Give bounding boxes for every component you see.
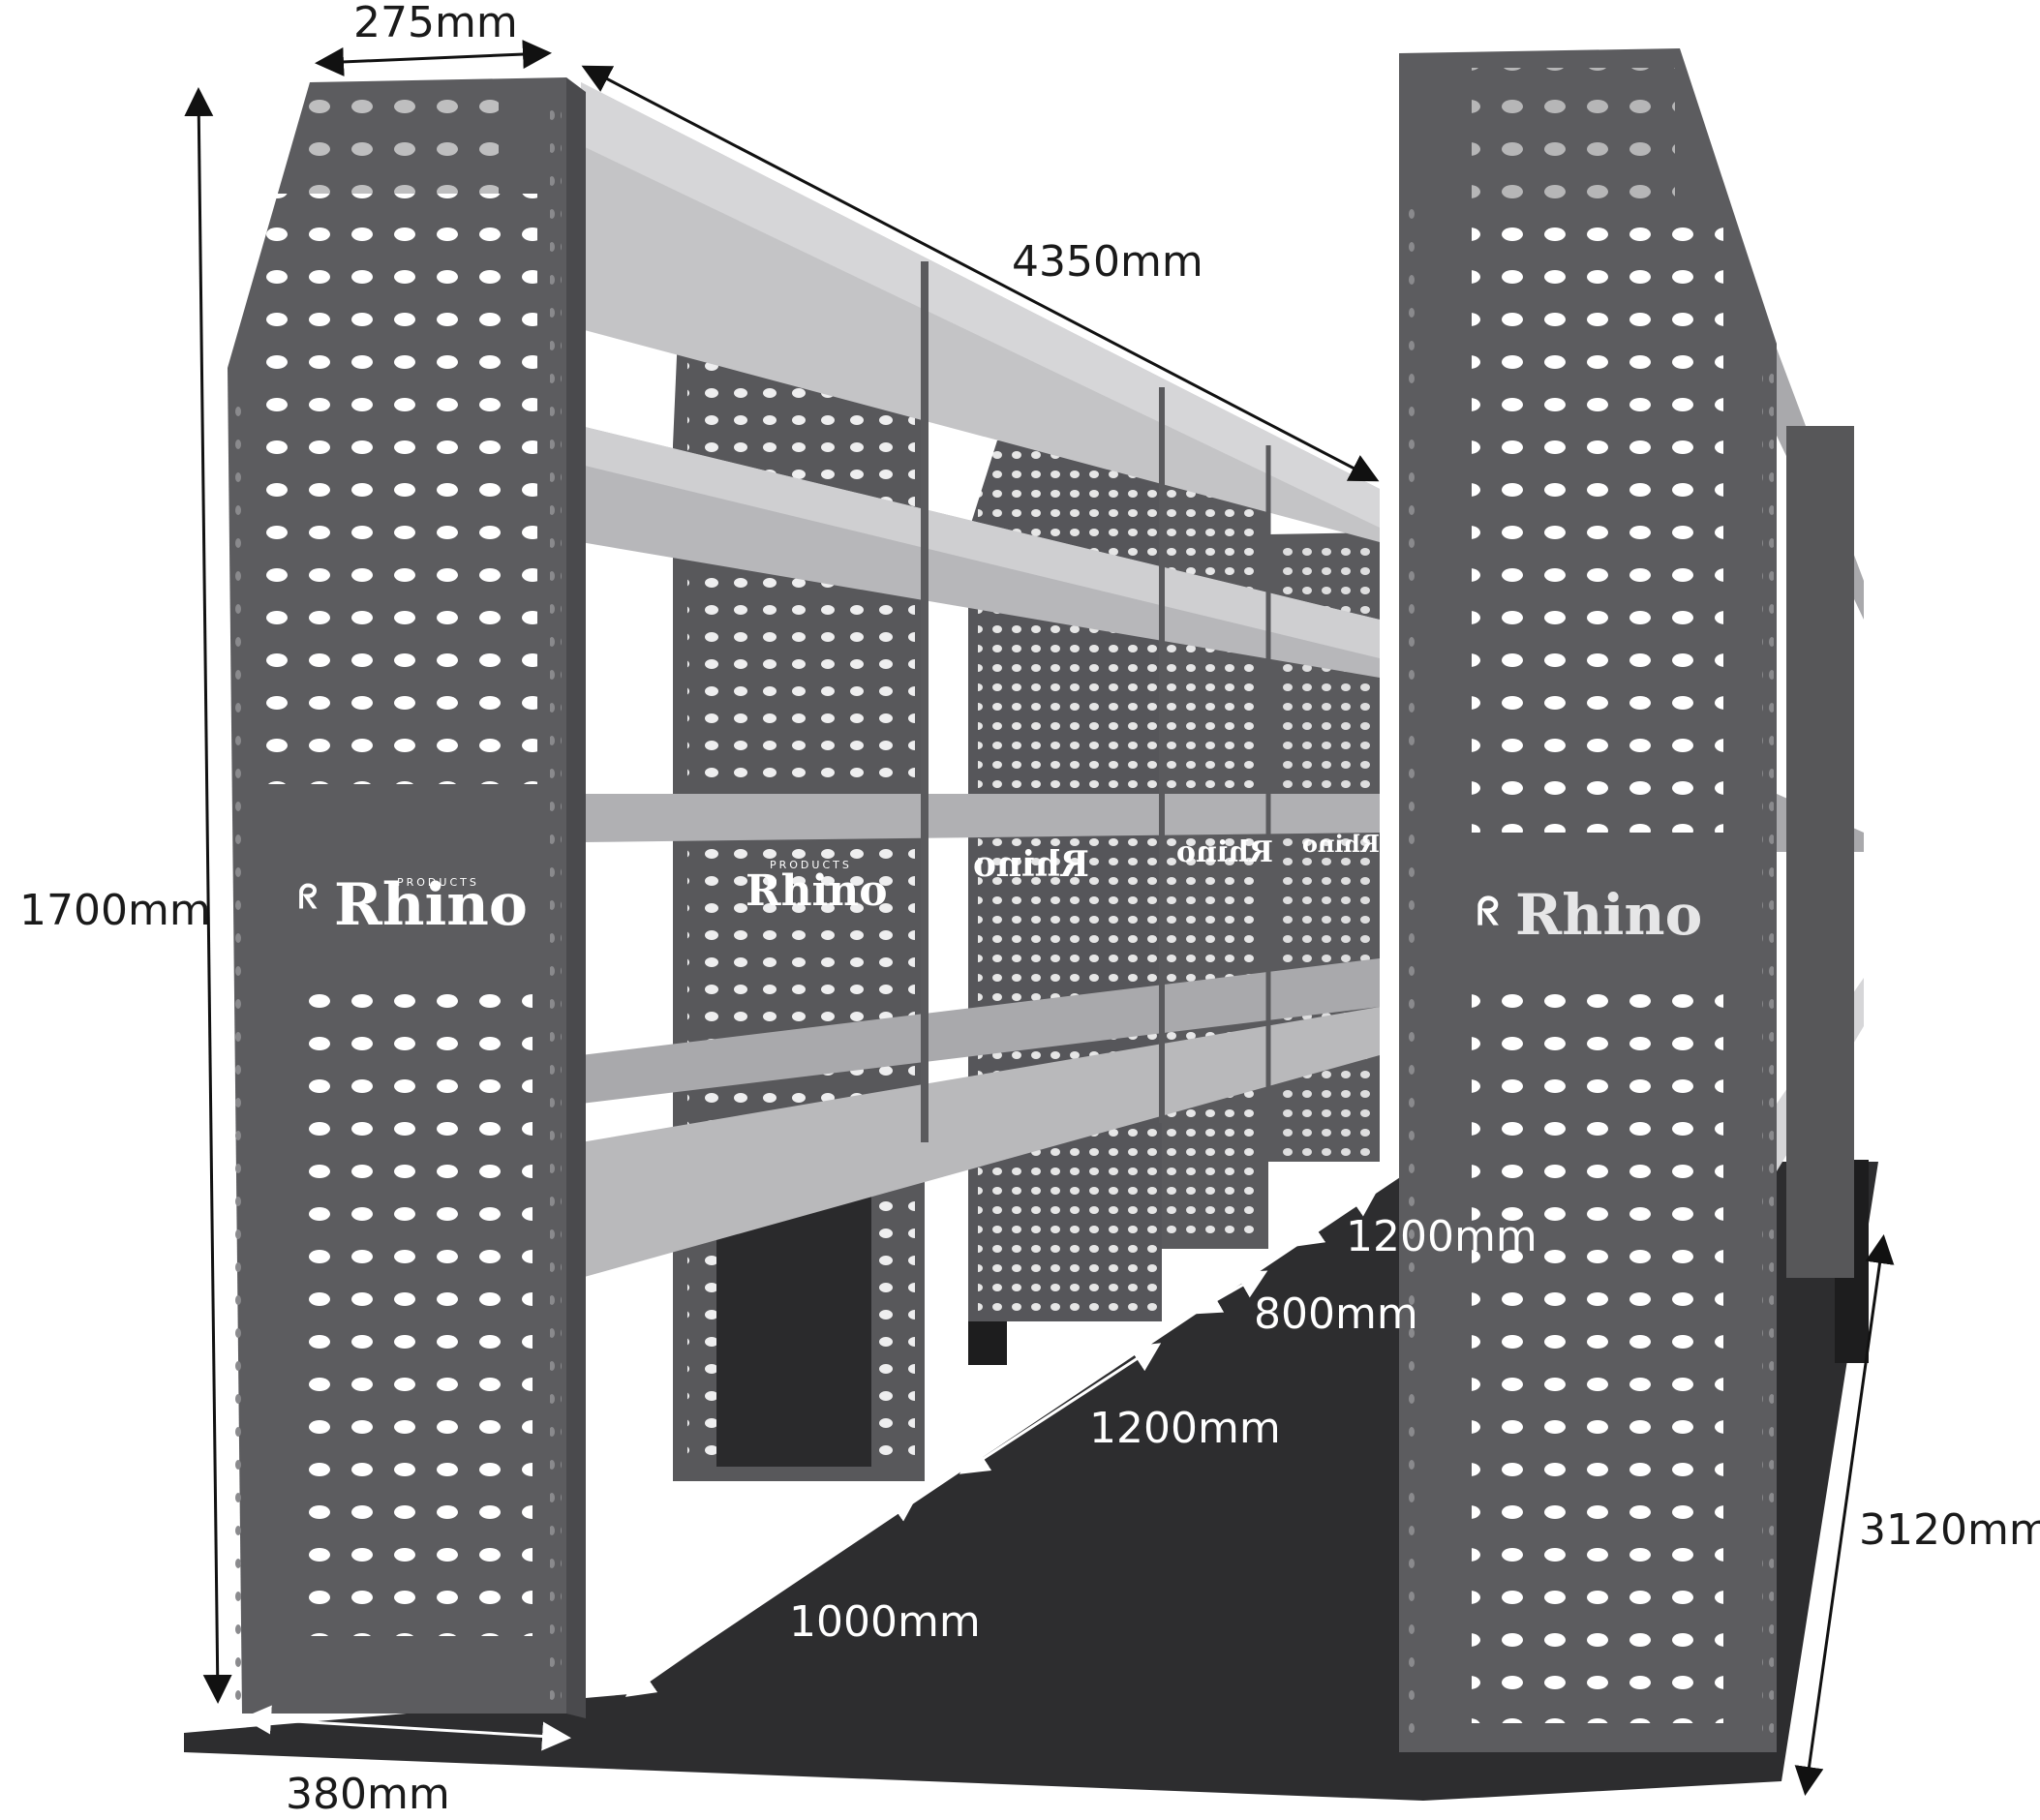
brand-logo-front-left: ᖇ PRODUCTS Rhino: [298, 871, 528, 939]
rhino-head-icon: ᖇ: [1477, 889, 1500, 934]
rhino-head-icon: ᖇ: [298, 878, 318, 917]
dim-height: 1700mm: [19, 886, 211, 935]
dim-bay-2: 1200mm: [1089, 1404, 1281, 1453]
dim-bottom-depth: 380mm: [286, 1770, 450, 1819]
brand-logo-inner-back: Rhino: [1176, 835, 1273, 869]
brand-name: Rhino: [1176, 835, 1273, 869]
brand-logo-far-back: Rhino: [1302, 830, 1380, 858]
brand-logo-front-right: ᖇ Rhino: [1477, 882, 1702, 948]
brand-logo-inner-left: PRODUCTS Rhino: [746, 859, 888, 916]
dim-bay-4: 1200mm: [1346, 1212, 1538, 1261]
front-right-panel: [1399, 48, 1777, 1752]
brand-name: Rhino: [973, 844, 1089, 885]
floor-dimension-lines: [242, 1188, 1380, 1751]
dim-top-depth: 275mm: [353, 0, 518, 47]
brand-tagline: PRODUCTS: [397, 876, 479, 889]
right-rack-shelves: [1777, 349, 1864, 1278]
dim-total-length: 4350mm: [1012, 237, 1203, 287]
front-left-panel: [228, 77, 586, 1718]
dim-right-length: 3120mm: [1859, 1505, 2040, 1555]
brand-name: Rhino: [1515, 882, 1702, 948]
brand-logo-inner-mid: Rhino: [973, 844, 1089, 885]
brand-name: Rhino: [334, 871, 528, 939]
dimension-lines: [184, 40, 1895, 1796]
brand-name: Rhino: [1302, 830, 1380, 858]
brand-name: Rhino: [746, 866, 888, 916]
dim-bay-3: 800mm: [1254, 1289, 1418, 1339]
dim-bay-1: 1000mm: [789, 1597, 981, 1647]
brand-tagline: PRODUCTS: [770, 859, 852, 871]
